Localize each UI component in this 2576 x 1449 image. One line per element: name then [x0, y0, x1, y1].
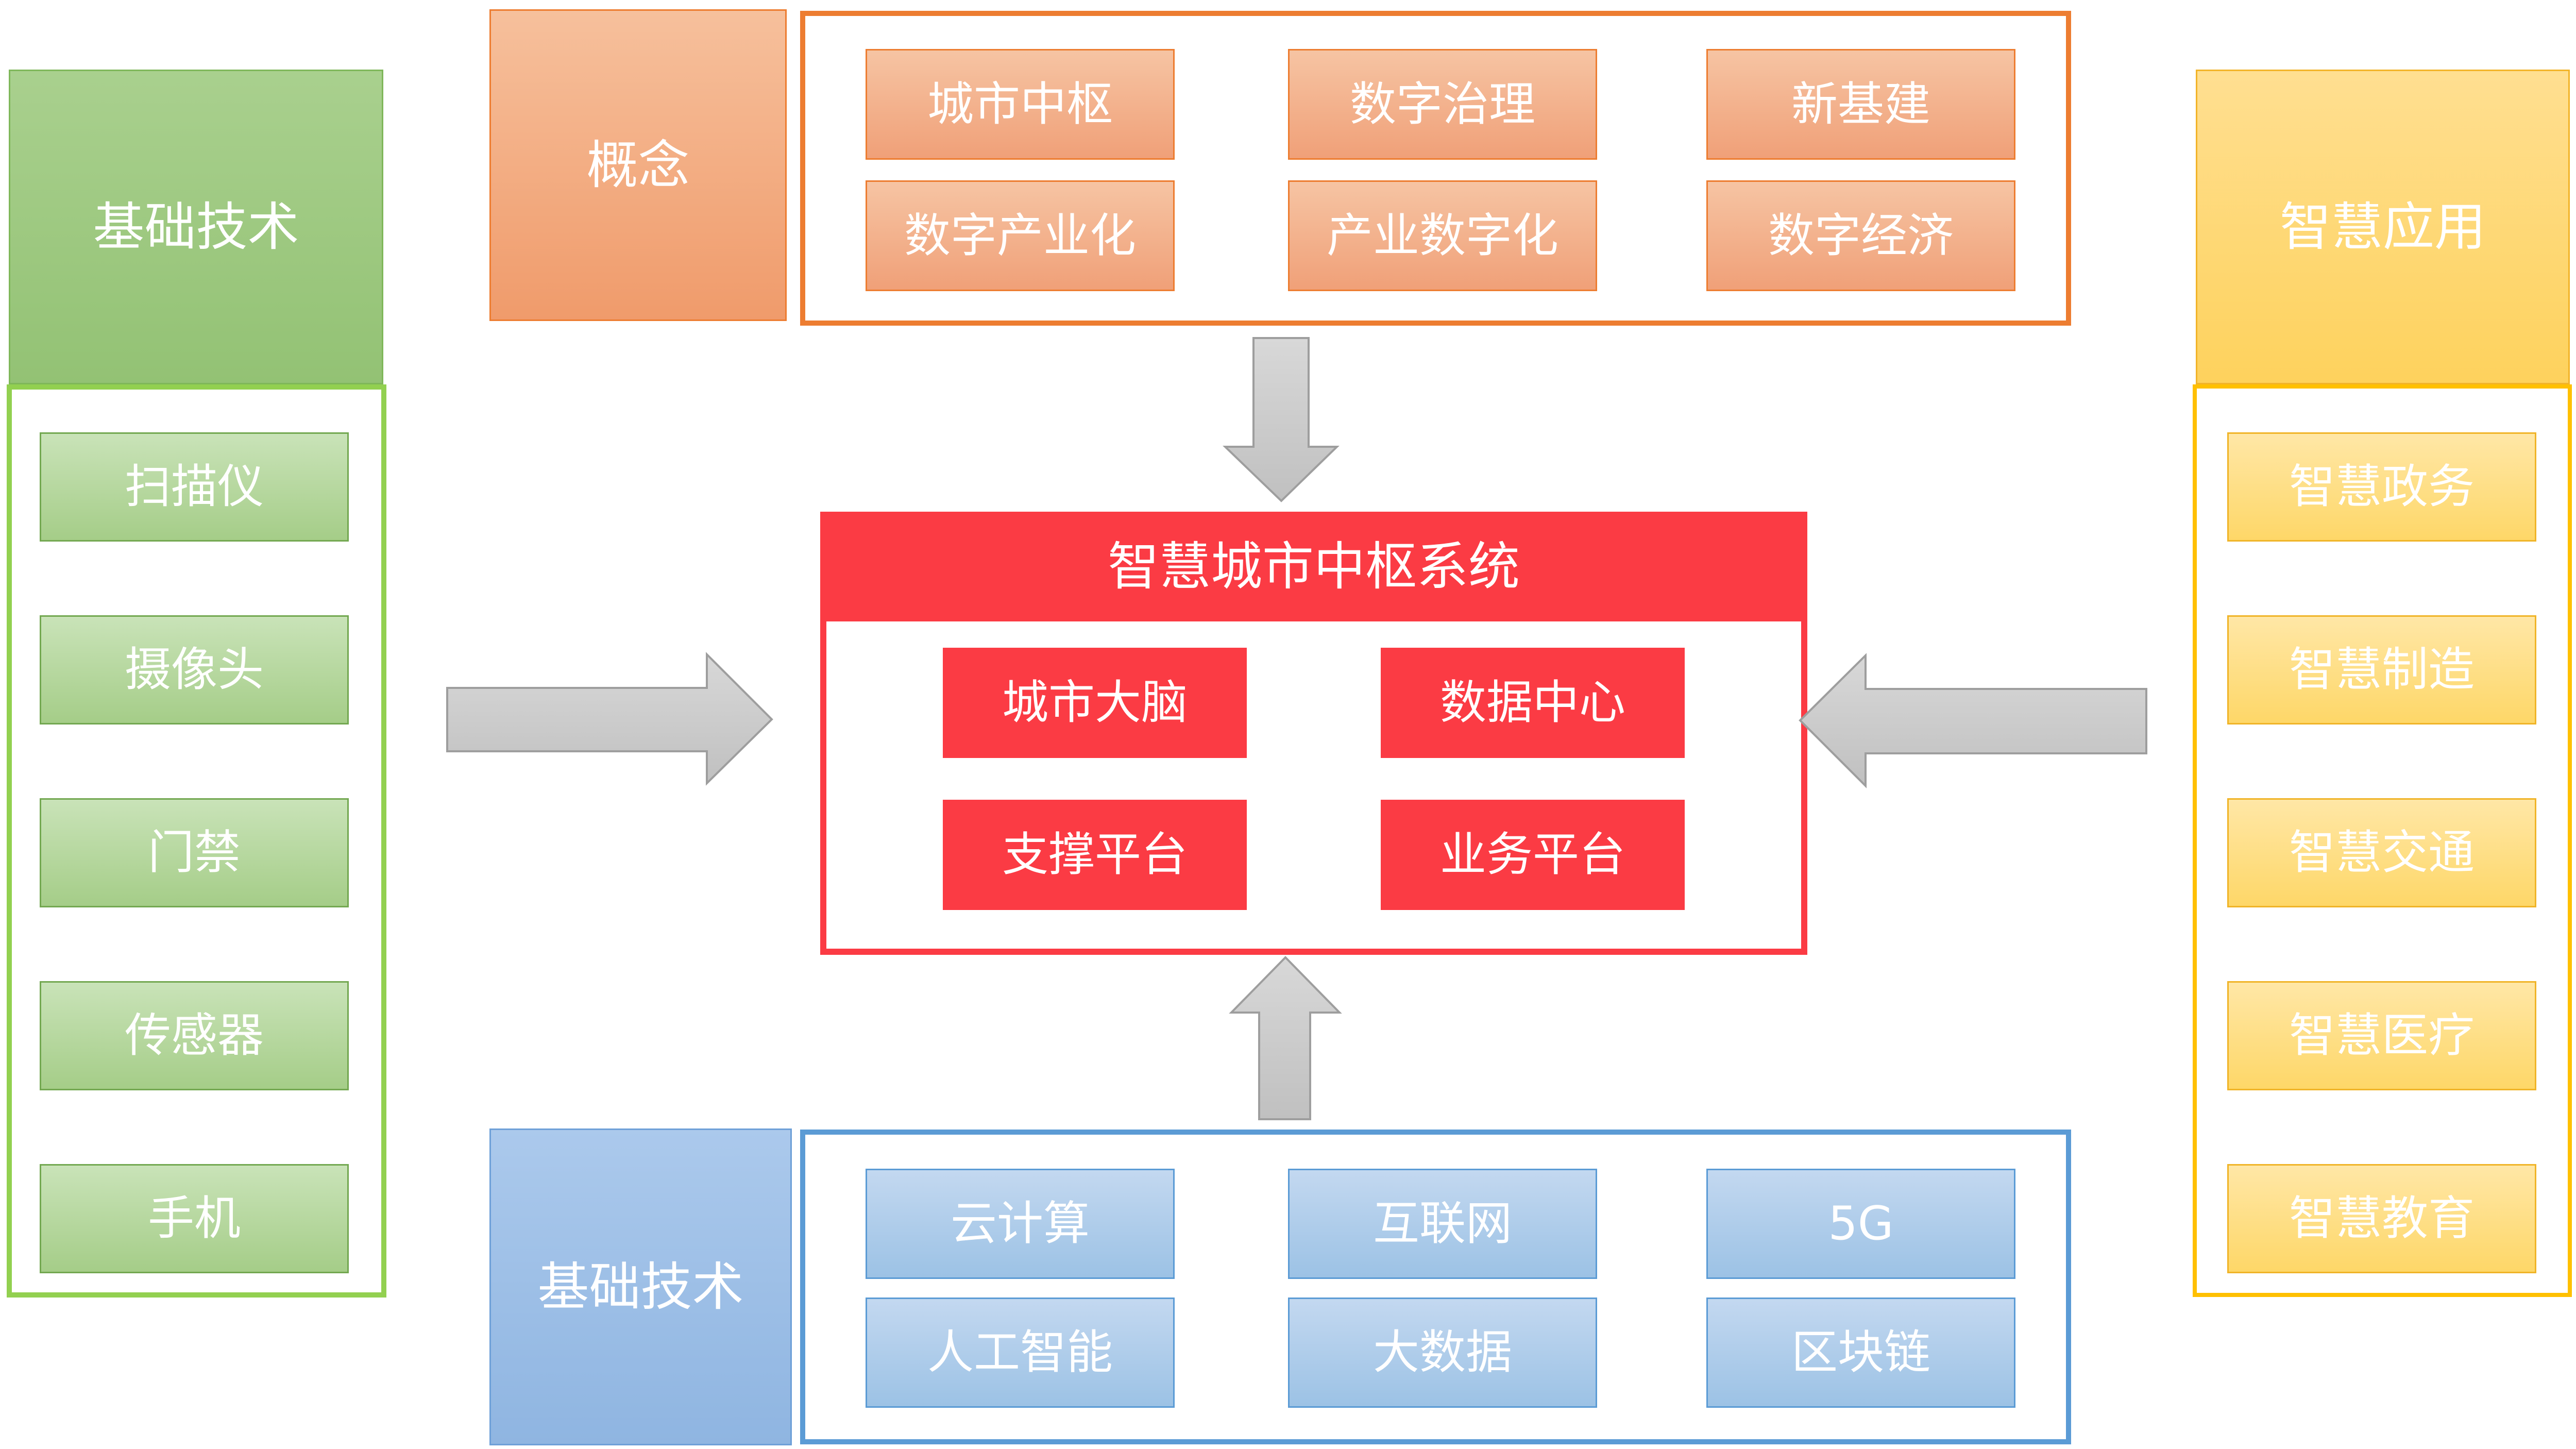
down-arrow-icon	[1223, 337, 1340, 502]
top-item-digital-governance: 数字治理	[1288, 49, 1597, 160]
center-item-support-platform: 支撑平台	[943, 800, 1247, 910]
right-item-smart-manufacturing: 智慧制造	[2227, 615, 2536, 724]
top-item-city-hub: 城市中枢	[866, 49, 1175, 160]
bottom-item-blockchain: 区块链	[1706, 1298, 2015, 1408]
up-arrow-icon	[1229, 956, 1342, 1120]
bottom-group-label: 基础技术	[489, 1128, 792, 1445]
right-item-smart-transportation: 智慧交通	[2227, 798, 2536, 907]
left-arrow-icon	[1799, 653, 2147, 788]
center-item-business-platform: 业务平台	[1381, 800, 1685, 910]
center-item-data-center: 数据中心	[1381, 648, 1685, 758]
left-item-sensor: 传感器	[40, 981, 349, 1090]
bottom-item-ai: 人工智能	[866, 1298, 1175, 1408]
bottom-item-cloud-computing: 云计算	[866, 1169, 1175, 1279]
top-group-label: 概念	[489, 9, 787, 321]
right-item-smart-education: 智慧教育	[2227, 1164, 2536, 1273]
right-item-smart-healthcare: 智慧医疗	[2227, 981, 2536, 1090]
left-item-access-control: 门禁	[40, 798, 349, 907]
left-item-camera: 摄像头	[40, 615, 349, 724]
center-system-title: 智慧城市中枢系统	[820, 512, 1807, 621]
right-group-header: 智慧应用	[2196, 70, 2570, 384]
bottom-item-internet: 互联网	[1288, 1169, 1597, 1279]
bottom-item-5g: 5G	[1706, 1169, 2015, 1279]
top-item-new-infrastructure: 新基建	[1706, 49, 2015, 160]
top-item-digital-economy: 数字经济	[1706, 180, 2015, 291]
top-item-industry-digitalization: 产业数字化	[1288, 180, 1597, 291]
bottom-item-big-data: 大数据	[1288, 1298, 1597, 1408]
center-item-city-brain: 城市大脑	[943, 648, 1247, 758]
right-arrow-icon	[446, 652, 773, 786]
left-group-header: 基础技术	[9, 70, 383, 384]
left-item-phone: 手机	[40, 1164, 349, 1273]
left-item-scanner: 扫描仪	[40, 432, 349, 542]
right-item-smart-government: 智慧政务	[2227, 432, 2536, 542]
top-item-digital-industrialization: 数字产业化	[866, 180, 1175, 291]
